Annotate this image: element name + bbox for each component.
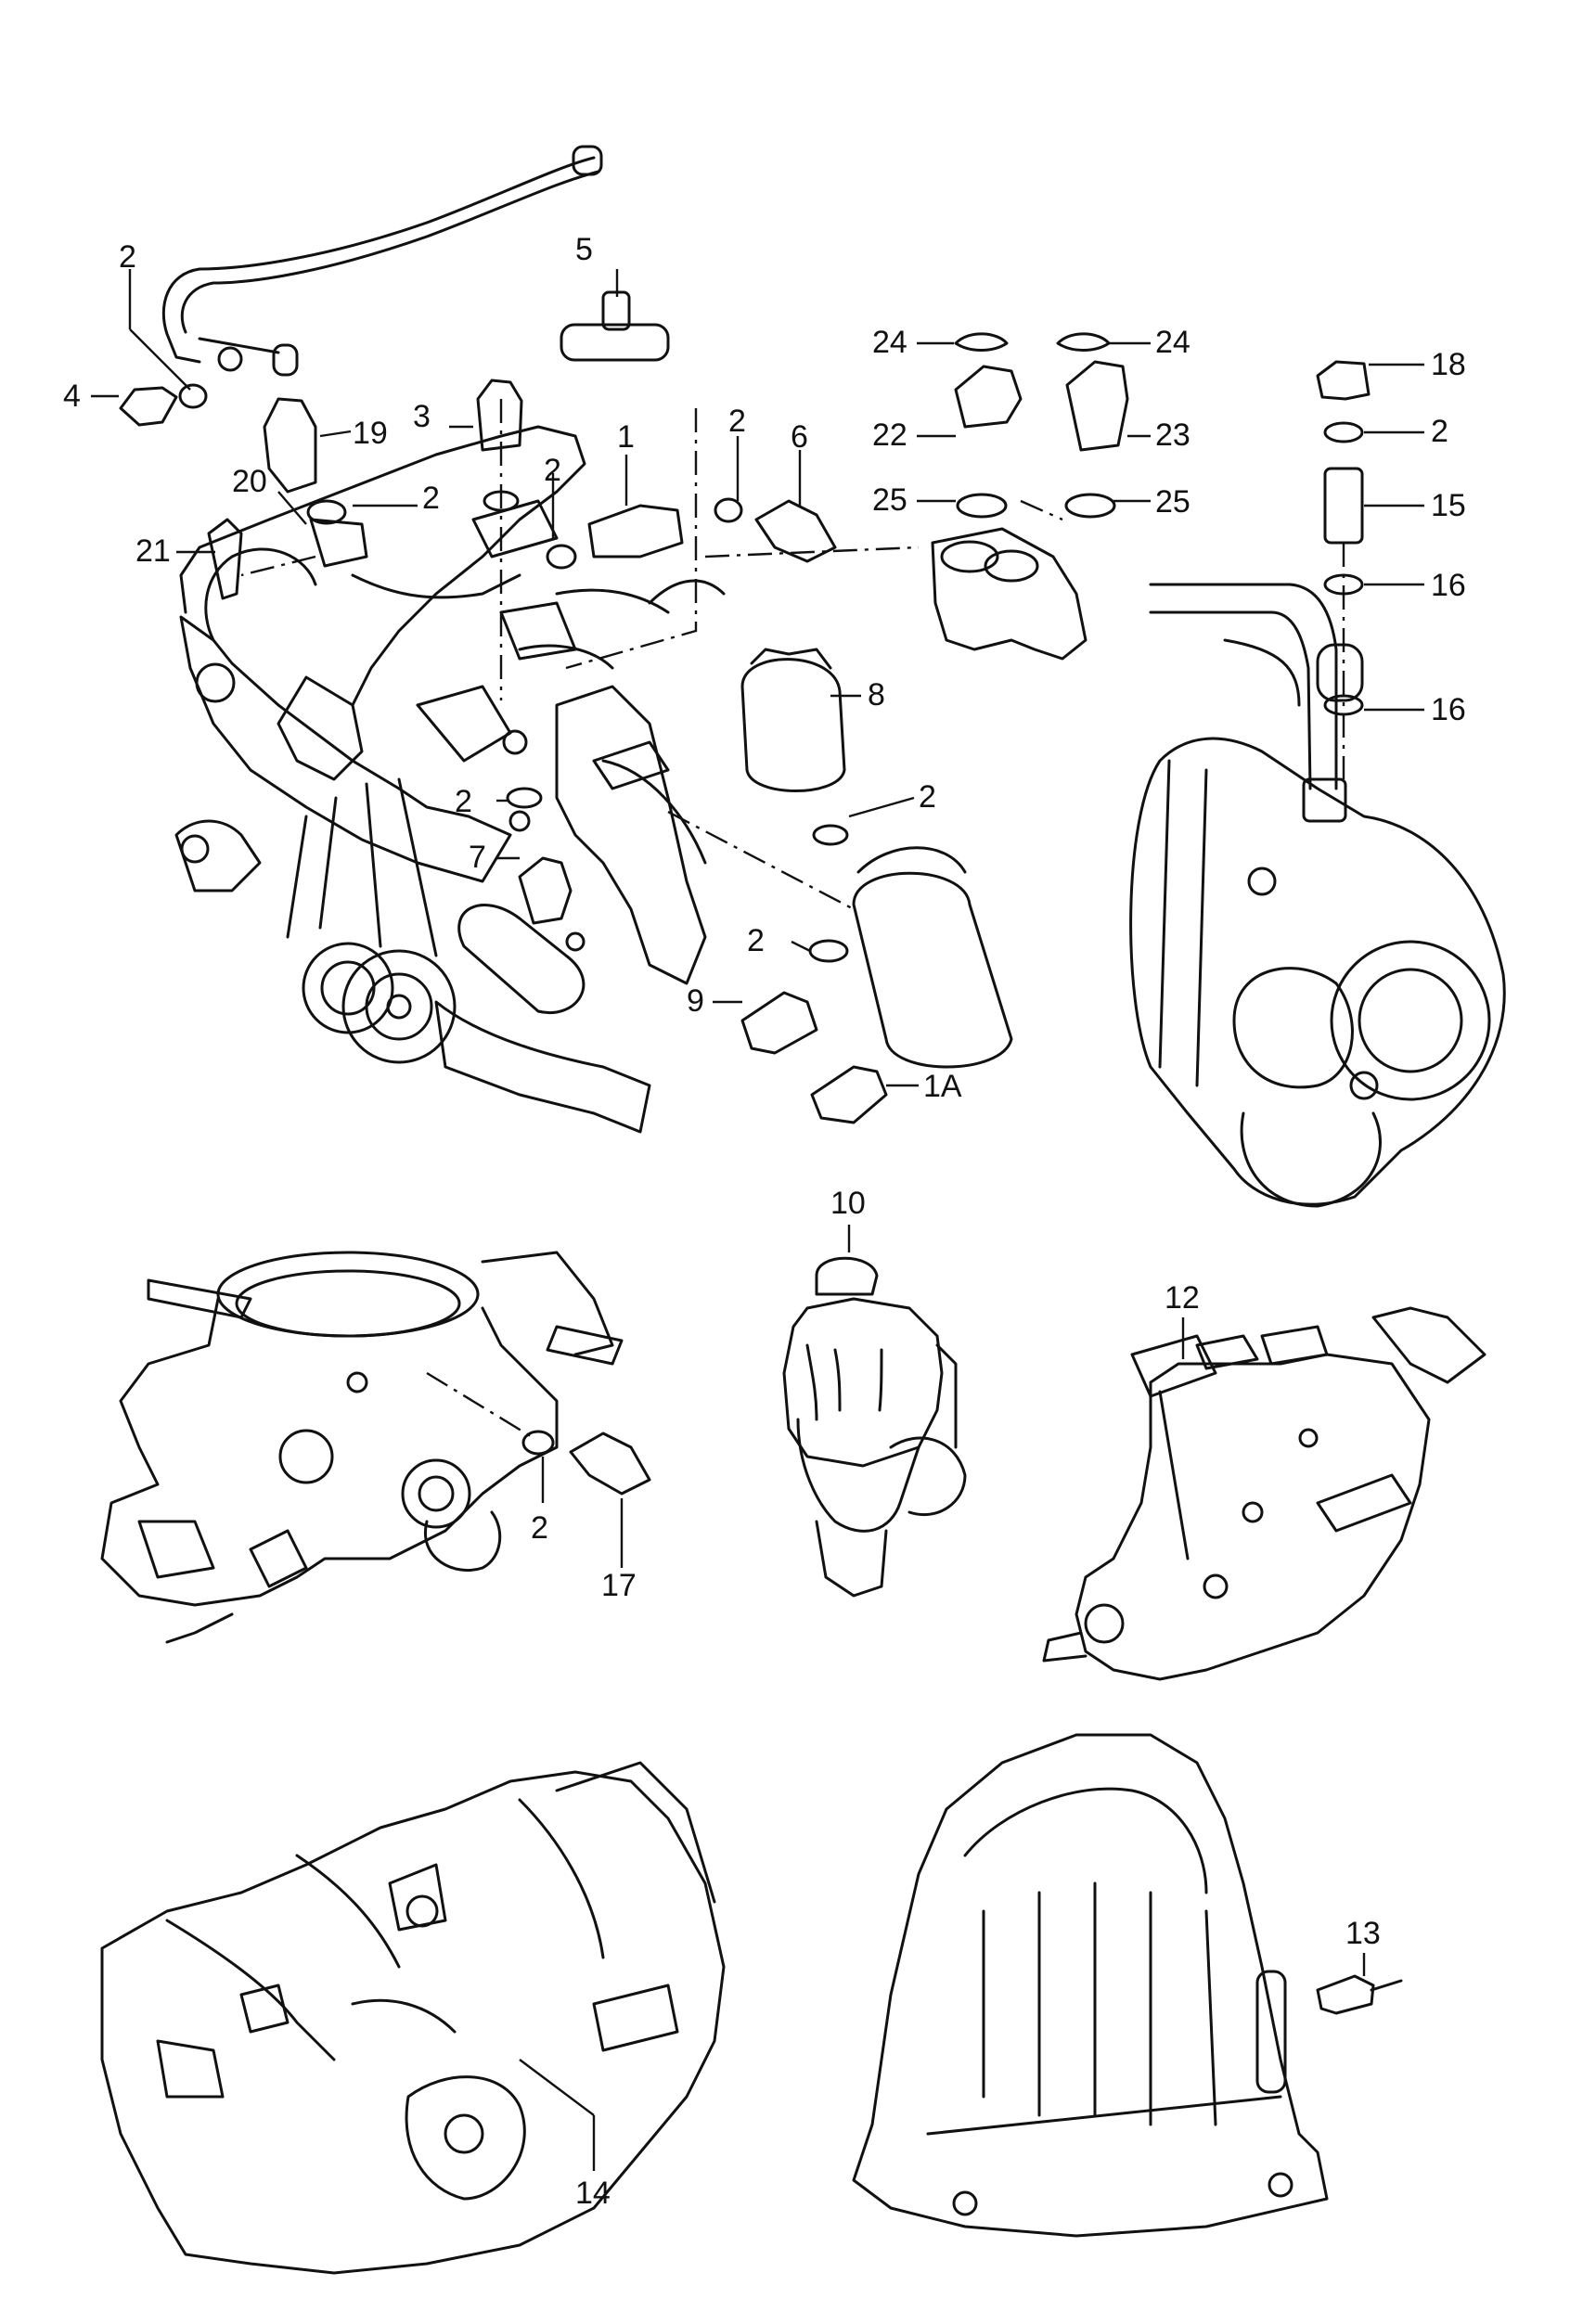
callout-1: 1 (617, 419, 635, 455)
callout-18: 18 (1431, 347, 1466, 382)
callout-15: 15 (1431, 488, 1466, 523)
callout-16-upper: 16 (1431, 568, 1466, 603)
carburetor (100, 1251, 651, 1644)
callout-24-right: 24 (1155, 325, 1190, 360)
callout-2-h: 2 (747, 923, 765, 958)
callout-2-i: 2 (531, 1510, 548, 1546)
callout-1a: 1A (923, 1069, 962, 1104)
callout-4: 4 (63, 379, 81, 414)
coolant-pipe (161, 145, 603, 377)
thermostat-housing-group (931, 332, 1129, 661)
callout-20: 20 (232, 464, 267, 499)
callout-13: 13 (1345, 1916, 1381, 1951)
manual-gearbox (100, 1761, 726, 2275)
callout-12: 12 (1165, 1280, 1200, 1316)
leader-lines (91, 269, 1424, 2171)
oil-filter-group (506, 648, 1013, 1124)
callout-22: 22 (872, 417, 907, 453)
callout-25-left: 25 (872, 482, 907, 518)
callout-2-g: 2 (455, 784, 472, 819)
engine-assembly (174, 425, 726, 1134)
callout-2-d: 2 (544, 453, 561, 488)
callout-24-left: 24 (872, 325, 907, 360)
callout-3: 3 (413, 399, 431, 434)
callout-25-right: 25 (1155, 484, 1190, 520)
automatic-gearbox (852, 1733, 1403, 2238)
callout-14: 14 (575, 2176, 611, 2211)
sender-parts-top (119, 290, 837, 600)
callout-17: 17 (601, 1568, 637, 1603)
callout-9: 9 (687, 983, 704, 1019)
callout-2-c: 2 (422, 481, 440, 516)
callout-23: 23 (1155, 417, 1190, 453)
callout-2-pipe: 2 (119, 239, 136, 275)
distributor (782, 1256, 967, 1598)
injection-pump (1042, 1306, 1486, 1681)
callout-2-f: 2 (919, 779, 936, 815)
callout-21: 21 (135, 533, 171, 569)
callout-19: 19 (353, 416, 388, 451)
callout-2-b: 2 (728, 404, 746, 439)
callout-7: 7 (469, 840, 486, 875)
callout-6: 6 (791, 419, 808, 455)
callout-10: 10 (830, 1186, 866, 1221)
callout-5: 5 (575, 232, 593, 267)
callout-2-e: 2 (1431, 414, 1448, 449)
callout-8: 8 (868, 677, 885, 713)
callout-numbers: 2 5 4 3 19 1 2 6 20 2 2 21 24 22 25 24 2… (63, 232, 1466, 2211)
callout-16-lower: 16 (1431, 692, 1466, 727)
